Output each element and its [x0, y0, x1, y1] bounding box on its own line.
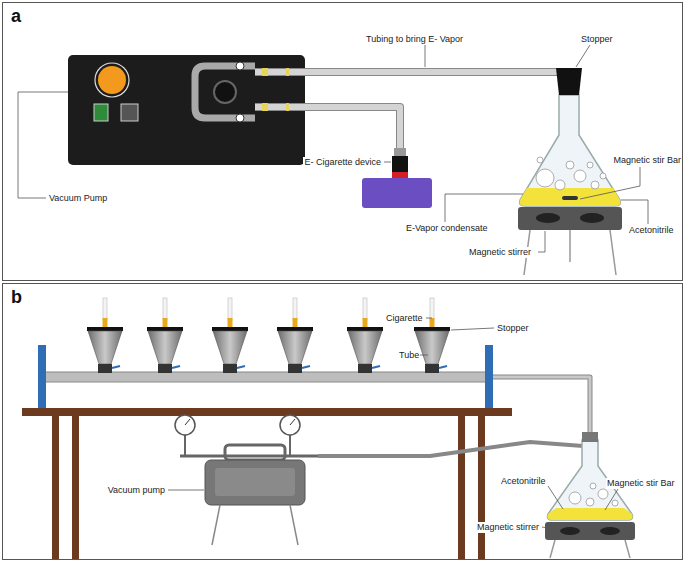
callout-label: Magnetic stir Bar — [612, 155, 682, 166]
flask-b — [545, 432, 635, 558]
callout-label: Stopper — [580, 34, 614, 45]
flask-a — [518, 68, 622, 275]
tubing — [255, 68, 568, 150]
cigarette-holders — [87, 298, 450, 373]
panel: b — [2, 283, 683, 560]
callout-label: Tubing to bring E- Vapor — [365, 34, 464, 45]
table — [22, 408, 512, 560]
callout-label: Magnetic stirrer — [476, 522, 540, 533]
callout-label: Tube — [398, 350, 420, 361]
panel-letter: b — [3, 284, 22, 308]
callout-label: E-Vapor condensate — [405, 223, 488, 234]
manifold-tube — [38, 345, 590, 440]
leader-lines-b — [168, 318, 618, 528]
panel-letter: a — [3, 3, 21, 27]
callout-label: E- Cigarette device — [303, 157, 382, 168]
callout-label: Vacuum pump — [107, 485, 166, 496]
callout-label: Stopper — [496, 323, 530, 334]
callout-label: Magnetic stir Bar — [606, 478, 676, 489]
callout-label: Cigarette — [385, 313, 424, 324]
callout-label: Acetonitrile — [628, 225, 675, 236]
callout-label: Vacuum Pump — [48, 193, 108, 204]
callout-label: Acetonitrile — [500, 476, 547, 487]
vacuum-pump-b — [175, 415, 583, 545]
leader-lines-a — [18, 45, 648, 252]
callout-label: Magnetic stirrer — [468, 247, 532, 258]
